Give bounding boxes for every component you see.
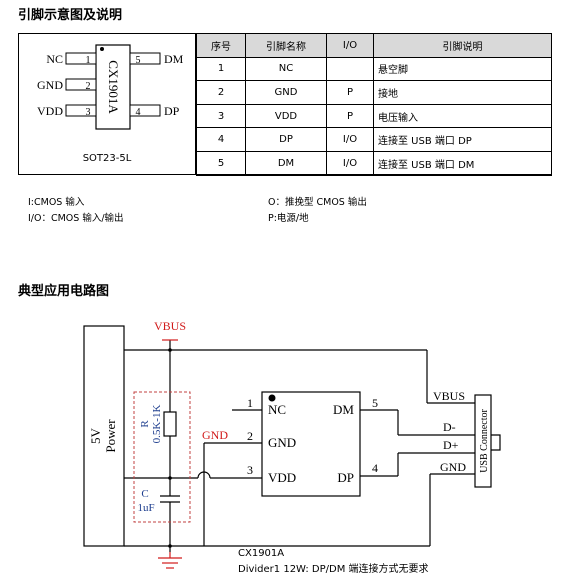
cell-io: P: [326, 103, 374, 129]
cell-description: 悬空脚: [373, 56, 552, 82]
application-circuit-diagram: VBUS R 0.5K-1K C 1uF 5V Power GND 1 2 3 …: [83, 319, 501, 575]
usb-label-dplus: D+: [443, 438, 459, 452]
table-row: 5 DM I/O 连接至 USB 端口 DM: [196, 150, 552, 176]
pin-num-4: 4: [136, 107, 141, 118]
power-voltage-label: 5V: [88, 427, 103, 444]
cell-pin-name: DM: [245, 150, 327, 176]
ic-pin-num-2: 2: [247, 429, 253, 443]
power-label: Power: [103, 419, 118, 453]
cell-index: 4: [196, 127, 246, 152]
cell-index: 2: [196, 80, 246, 105]
sot23-package-diagram: 1 2 3 5 4 NC GND VDD DM DP CX1901A SOT23…: [37, 44, 184, 164]
ic-chip-body: [261, 391, 361, 497]
capacitor-value: 1uF: [137, 502, 154, 514]
cell-pin-name: VDD: [245, 103, 327, 129]
ic-pin-num-3: 3: [247, 463, 253, 477]
pin-num-2: 2: [86, 81, 91, 92]
usb-connector-box: [474, 394, 492, 488]
ic-pin-num-1: 1: [247, 396, 253, 410]
table-row: 4 DP I/O 连接至 USB 端口 DP: [196, 127, 552, 152]
cell-description: 接地: [373, 80, 552, 105]
pin-name-nc: NC: [46, 52, 63, 66]
pin-name-dm: DM: [164, 52, 184, 66]
note-io: I/O：CMOS 输入/输出: [28, 213, 124, 224]
th-io: I/O: [326, 33, 374, 58]
cell-index: 5: [196, 150, 246, 176]
cell-pin-name: NC: [245, 56, 327, 82]
note-input: I:CMOS 输入: [28, 197, 85, 208]
pin-num-3: 3: [86, 107, 91, 118]
package-cell: [18, 33, 196, 175]
cell-index: 1: [196, 56, 246, 82]
part-name: CX1901A: [238, 548, 284, 559]
table-row: 2 GND P 接地: [196, 80, 552, 105]
ic-pin-name-gnd: GND: [268, 435, 296, 450]
th-index: 序号: [196, 33, 246, 58]
pin-box-4: [129, 104, 161, 117]
pin-box-2: [65, 78, 97, 91]
part-note: Divider1 12W: DP/DM 端连接方式无要求: [238, 562, 429, 575]
pin-table: 序号 引脚名称 I/O 引脚说明 1 NC 悬空脚 2 GND P 接地 3 V…: [196, 33, 552, 176]
cell-io: P: [326, 80, 374, 105]
ic-pin-num-4: 4: [372, 461, 378, 475]
usb-label-vbus: VBUS: [433, 389, 465, 403]
cell-pin-name: GND: [245, 80, 327, 105]
pin-name-vdd: VDD: [37, 104, 63, 118]
cell-description: 连接至 USB 端口 DM: [373, 150, 552, 176]
chip-body: [95, 44, 131, 130]
table-row: 1 NC 悬空脚: [196, 56, 552, 82]
ic-pin-name-vdd: VDD: [268, 470, 296, 485]
pin-num-5: 5: [136, 55, 141, 66]
pin-num-1: 1: [86, 55, 91, 66]
note-power: P:电源/地: [268, 213, 309, 224]
section-title-circuit: 典型应用电路图: [18, 284, 110, 299]
cell-io: I/O: [326, 127, 374, 152]
pin-name-gnd: GND: [37, 78, 63, 92]
usb-connector-label: USB Connector: [479, 409, 490, 473]
note-output: O：推挽型 CMOS 输出: [268, 197, 367, 208]
th-description: 引脚说明: [373, 33, 552, 58]
ground-icon: [158, 552, 182, 569]
ic-pin-num-5: 5: [372, 396, 378, 410]
pin-name-dp: DP: [164, 104, 180, 118]
cell-io: [326, 56, 374, 82]
section-title-pins: 引脚示意图及说明: [18, 8, 123, 23]
power-supply-box: [83, 325, 125, 547]
package-label: SOT23-5L: [83, 153, 132, 164]
cell-description: 电压输入: [373, 103, 552, 129]
usb-label-gnd: GND: [440, 460, 466, 474]
capacitor-label: C: [141, 488, 148, 500]
ic-pin-name-nc: NC: [268, 402, 286, 417]
chip-marking: CX1901A: [106, 60, 121, 114]
cell-pin-name: DP: [245, 127, 327, 152]
pin-box-3: [65, 104, 97, 117]
resistor-label: R: [139, 420, 151, 428]
rc-dashed-box: [133, 391, 191, 523]
ic-pin1-dot: [268, 394, 276, 402]
table-header-row: 序号 引脚名称 I/O 引脚说明: [196, 33, 552, 58]
ic-pin-name-dm: DM: [333, 402, 354, 417]
vbus-net-label: VBUS: [154, 319, 186, 333]
cell-index: 3: [196, 103, 246, 129]
pin-box-5: [129, 52, 161, 65]
gnd-net-label: GND: [202, 428, 228, 442]
pin1-dot: [100, 47, 104, 51]
ic-pin-name-dp: DP: [337, 470, 354, 485]
resistor-value: 0.5K-1K: [151, 405, 163, 444]
resistor: [163, 411, 177, 437]
table-row: 3 VDD P 电压输入: [196, 103, 552, 129]
pin-box-1: [65, 52, 97, 65]
cell-description: 连接至 USB 端口 DP: [373, 127, 552, 152]
cell-io: I/O: [326, 150, 374, 176]
usb-label-dminus: D-: [443, 420, 456, 434]
th-pin-name: 引脚名称: [245, 33, 327, 58]
